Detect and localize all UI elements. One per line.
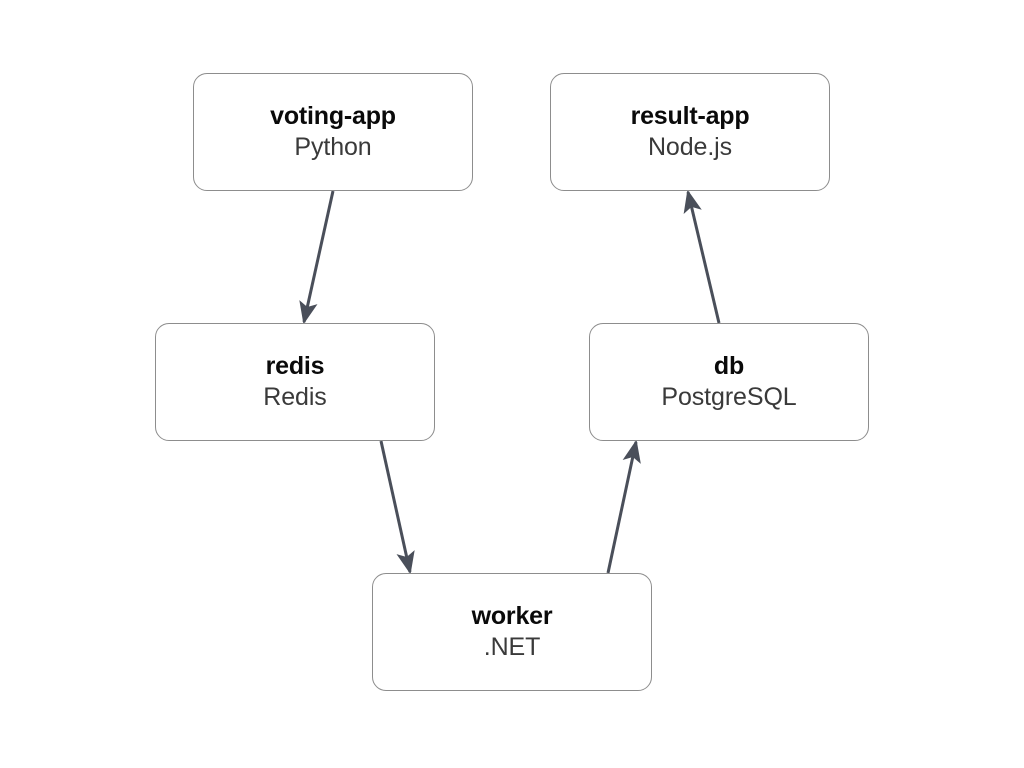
edge-worker-to-db <box>606 439 641 574</box>
node-result-app[interactable]: result-app Node.js <box>550 73 830 191</box>
node-subtitle: Node.js <box>647 133 733 161</box>
node-title: result-app <box>630 102 750 130</box>
edge-redis-to-worker <box>379 440 415 575</box>
node-db[interactable]: db PostgreSQL <box>589 323 869 441</box>
node-subtitle: Redis <box>263 383 327 411</box>
edge-db-to-result-app <box>683 189 721 324</box>
node-voting-app[interactable]: voting-app Python <box>193 73 473 191</box>
node-title: worker <box>471 602 553 630</box>
edge-voting-app-to-redis <box>299 190 335 325</box>
node-title: db <box>713 352 745 380</box>
node-redis[interactable]: redis Redis <box>155 323 435 441</box>
node-subtitle: .NET <box>483 633 541 661</box>
node-subtitle: PostgreSQL <box>661 383 797 411</box>
node-subtitle: Python <box>294 133 372 161</box>
node-worker[interactable]: worker .NET <box>372 573 652 691</box>
node-title: voting-app <box>270 102 396 130</box>
node-title: redis <box>265 352 325 380</box>
